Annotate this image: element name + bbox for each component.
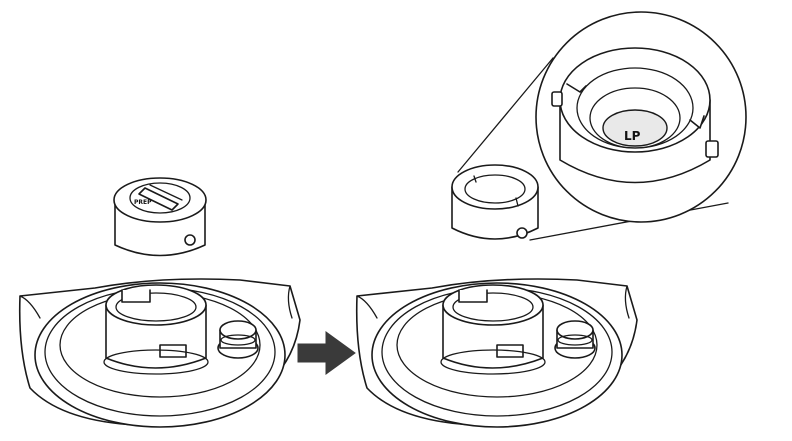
left-collar-socket bbox=[103, 284, 209, 375]
magnified-insert: LP bbox=[551, 47, 719, 184]
cap-marking-label: PREP bbox=[134, 199, 152, 206]
right-collar-socket bbox=[440, 284, 546, 375]
right-arrow-icon bbox=[297, 331, 356, 375]
left-valve-knob bbox=[217, 320, 259, 359]
insert-marking-label: LP bbox=[624, 129, 641, 143]
right-valve-knob bbox=[554, 320, 596, 359]
right-base-assembly bbox=[355, 278, 638, 428]
small-collar bbox=[451, 164, 539, 240]
left-base-assembly bbox=[18, 278, 301, 428]
pressure-cap: PREP bbox=[113, 177, 207, 257]
magnified-detail: LP bbox=[535, 11, 747, 223]
